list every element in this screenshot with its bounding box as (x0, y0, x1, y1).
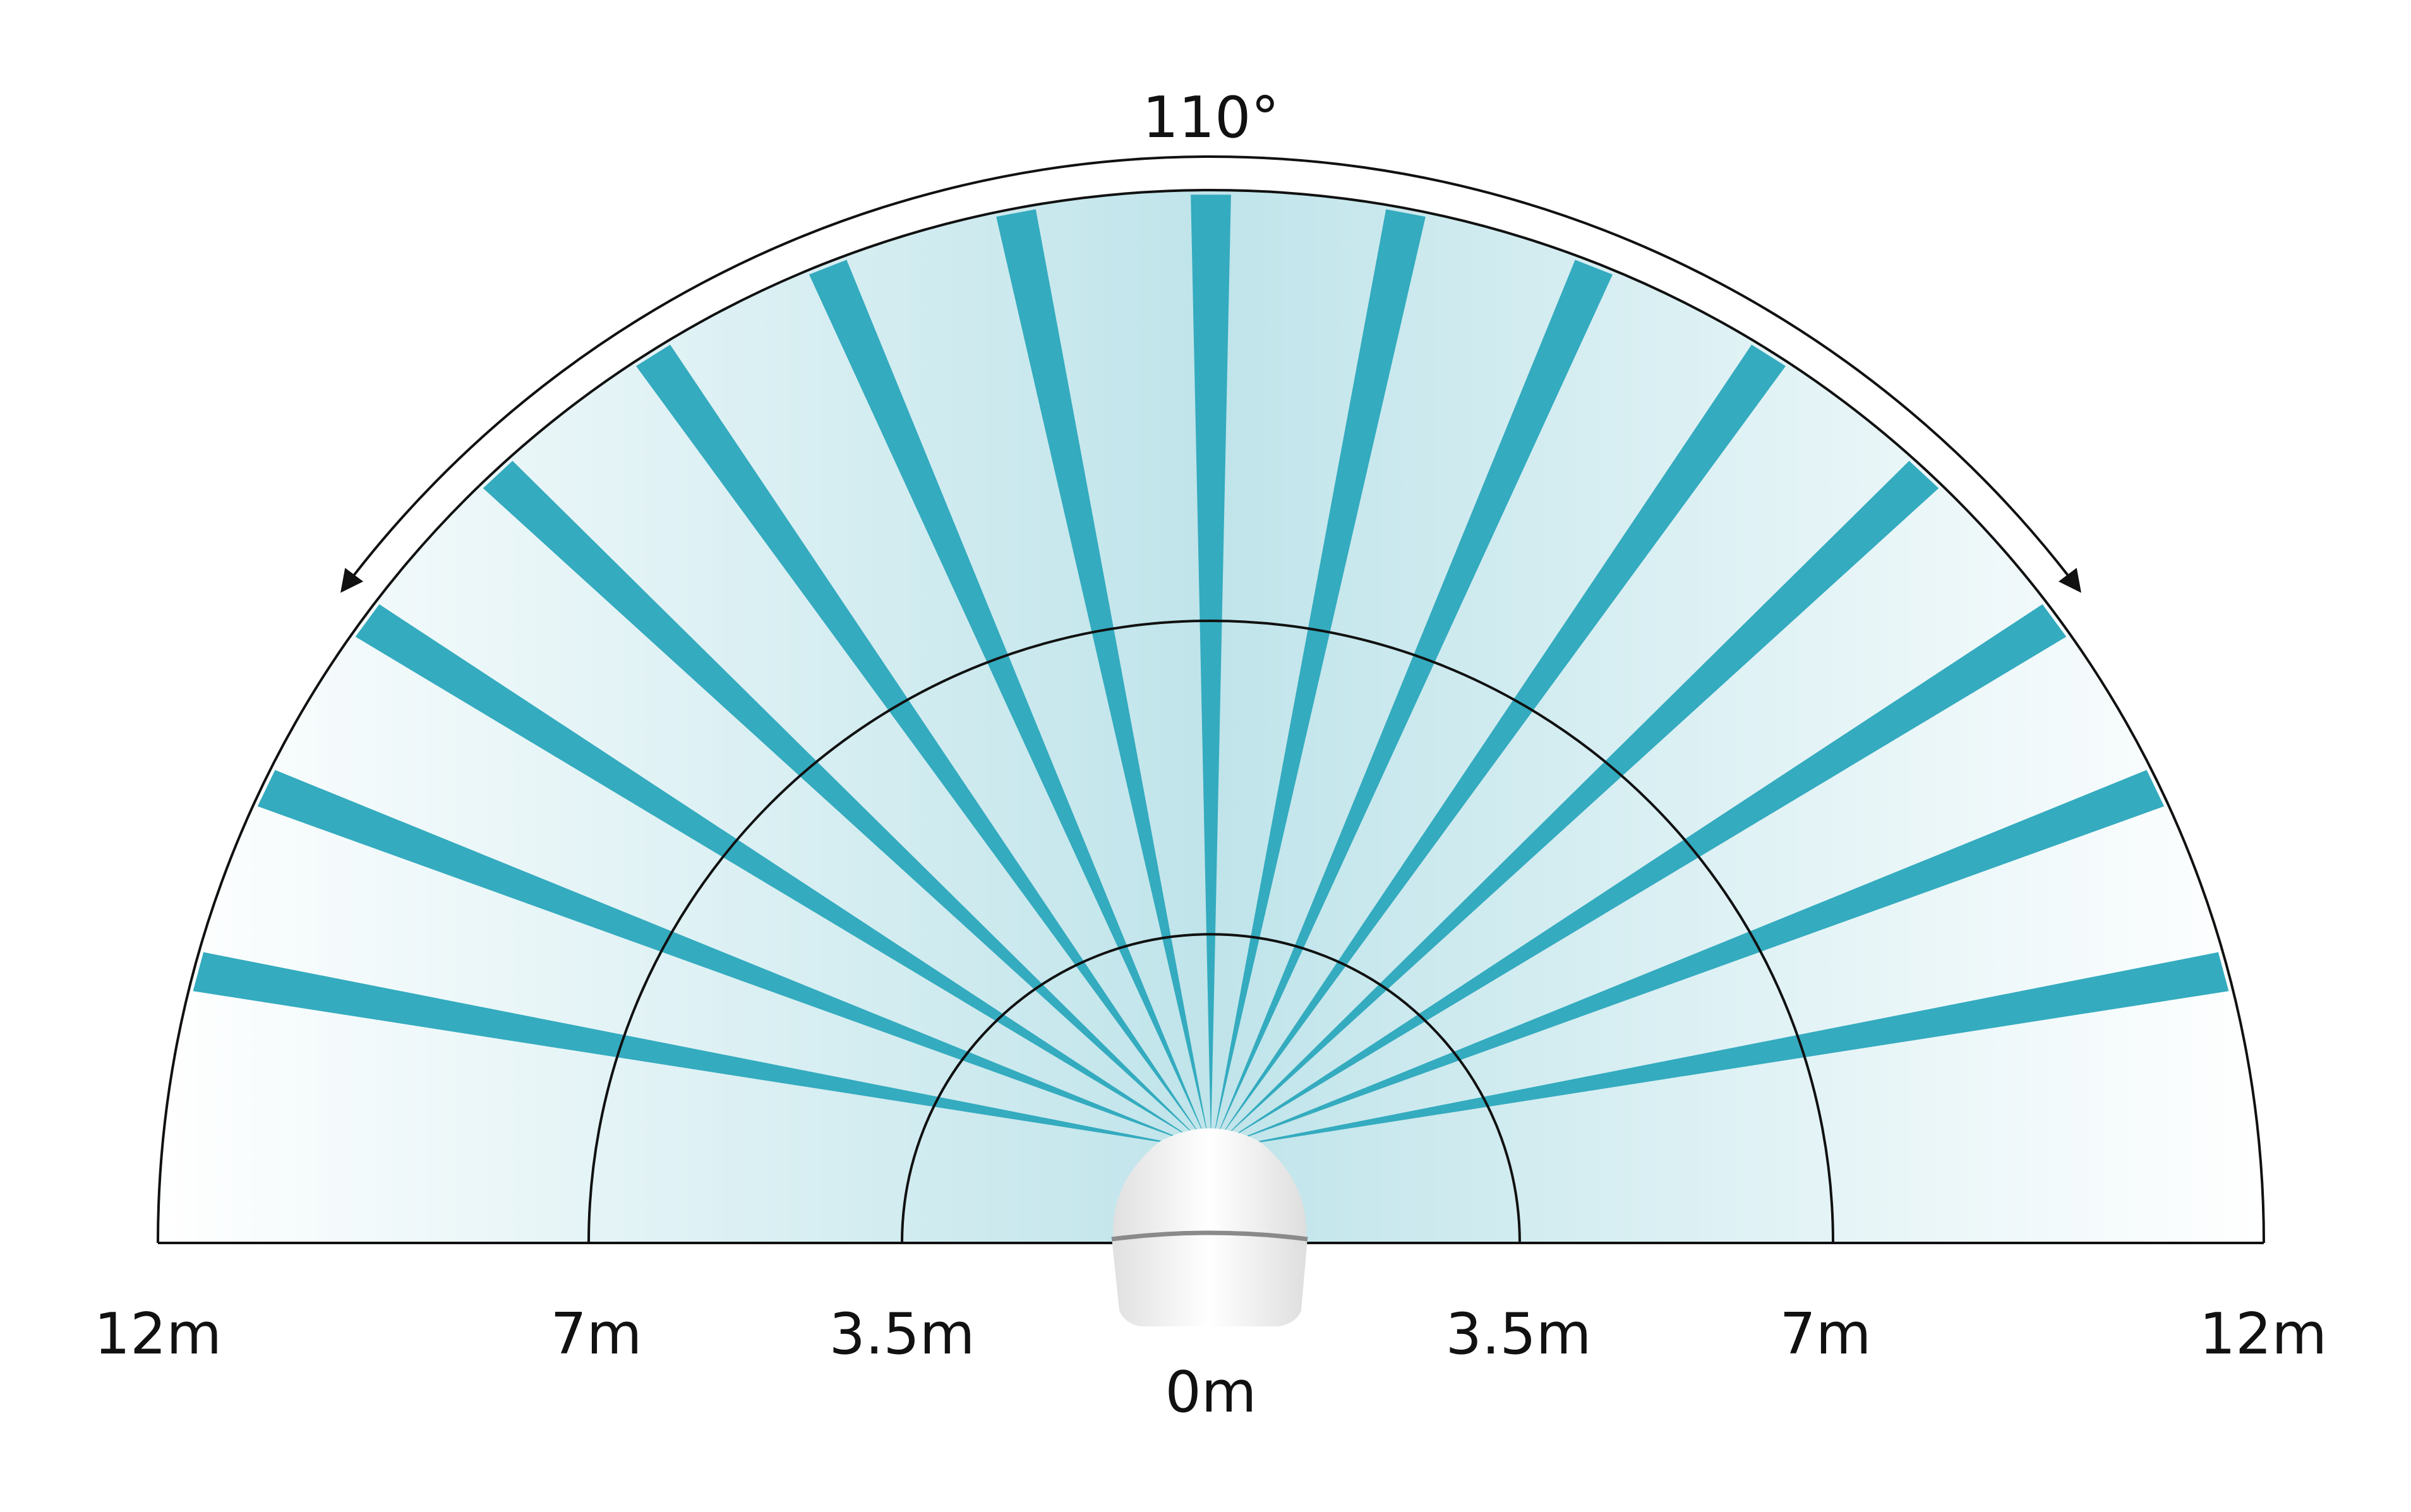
detection-beam (355, 604, 1201, 1144)
detection-beam (1191, 195, 1231, 1139)
range-label-left-7m: 7m (550, 1301, 642, 1367)
range-label-origin-0m: 0m (1165, 1359, 1257, 1425)
detection-beam (809, 260, 1206, 1140)
detection-beam (1221, 604, 2067, 1144)
range-ring (901, 933, 1521, 1244)
range-label-right-12m: 12m (2199, 1301, 2328, 1367)
detection-beam (996, 209, 1209, 1139)
angle-label: 110° (1142, 85, 1280, 151)
detection-beam (1222, 770, 2165, 1146)
detection-beam (1219, 460, 1939, 1143)
detection-beam (1215, 260, 1613, 1140)
detection-beam (483, 460, 1203, 1143)
range-label-right-7m: 7m (1779, 1301, 1872, 1367)
range-label-left-12m: 12m (93, 1301, 222, 1367)
range-label-left-3-5m: 3.5m (829, 1301, 975, 1367)
motion-sensor-icon (1111, 1128, 1308, 1326)
detection-beam (1223, 952, 2229, 1148)
detection-beam (1217, 344, 1786, 1141)
detection-beam (636, 344, 1205, 1141)
detection-beam (1213, 209, 1426, 1139)
detection-beam (257, 770, 1199, 1146)
angle-indicator-arrow (340, 155, 2081, 593)
range-label-right-3-5m: 3.5m (1445, 1301, 1592, 1367)
range-ring (587, 620, 1834, 1244)
detection-beam (193, 952, 1199, 1148)
detection-beams (193, 195, 2229, 1148)
range-ring (157, 189, 2265, 1244)
